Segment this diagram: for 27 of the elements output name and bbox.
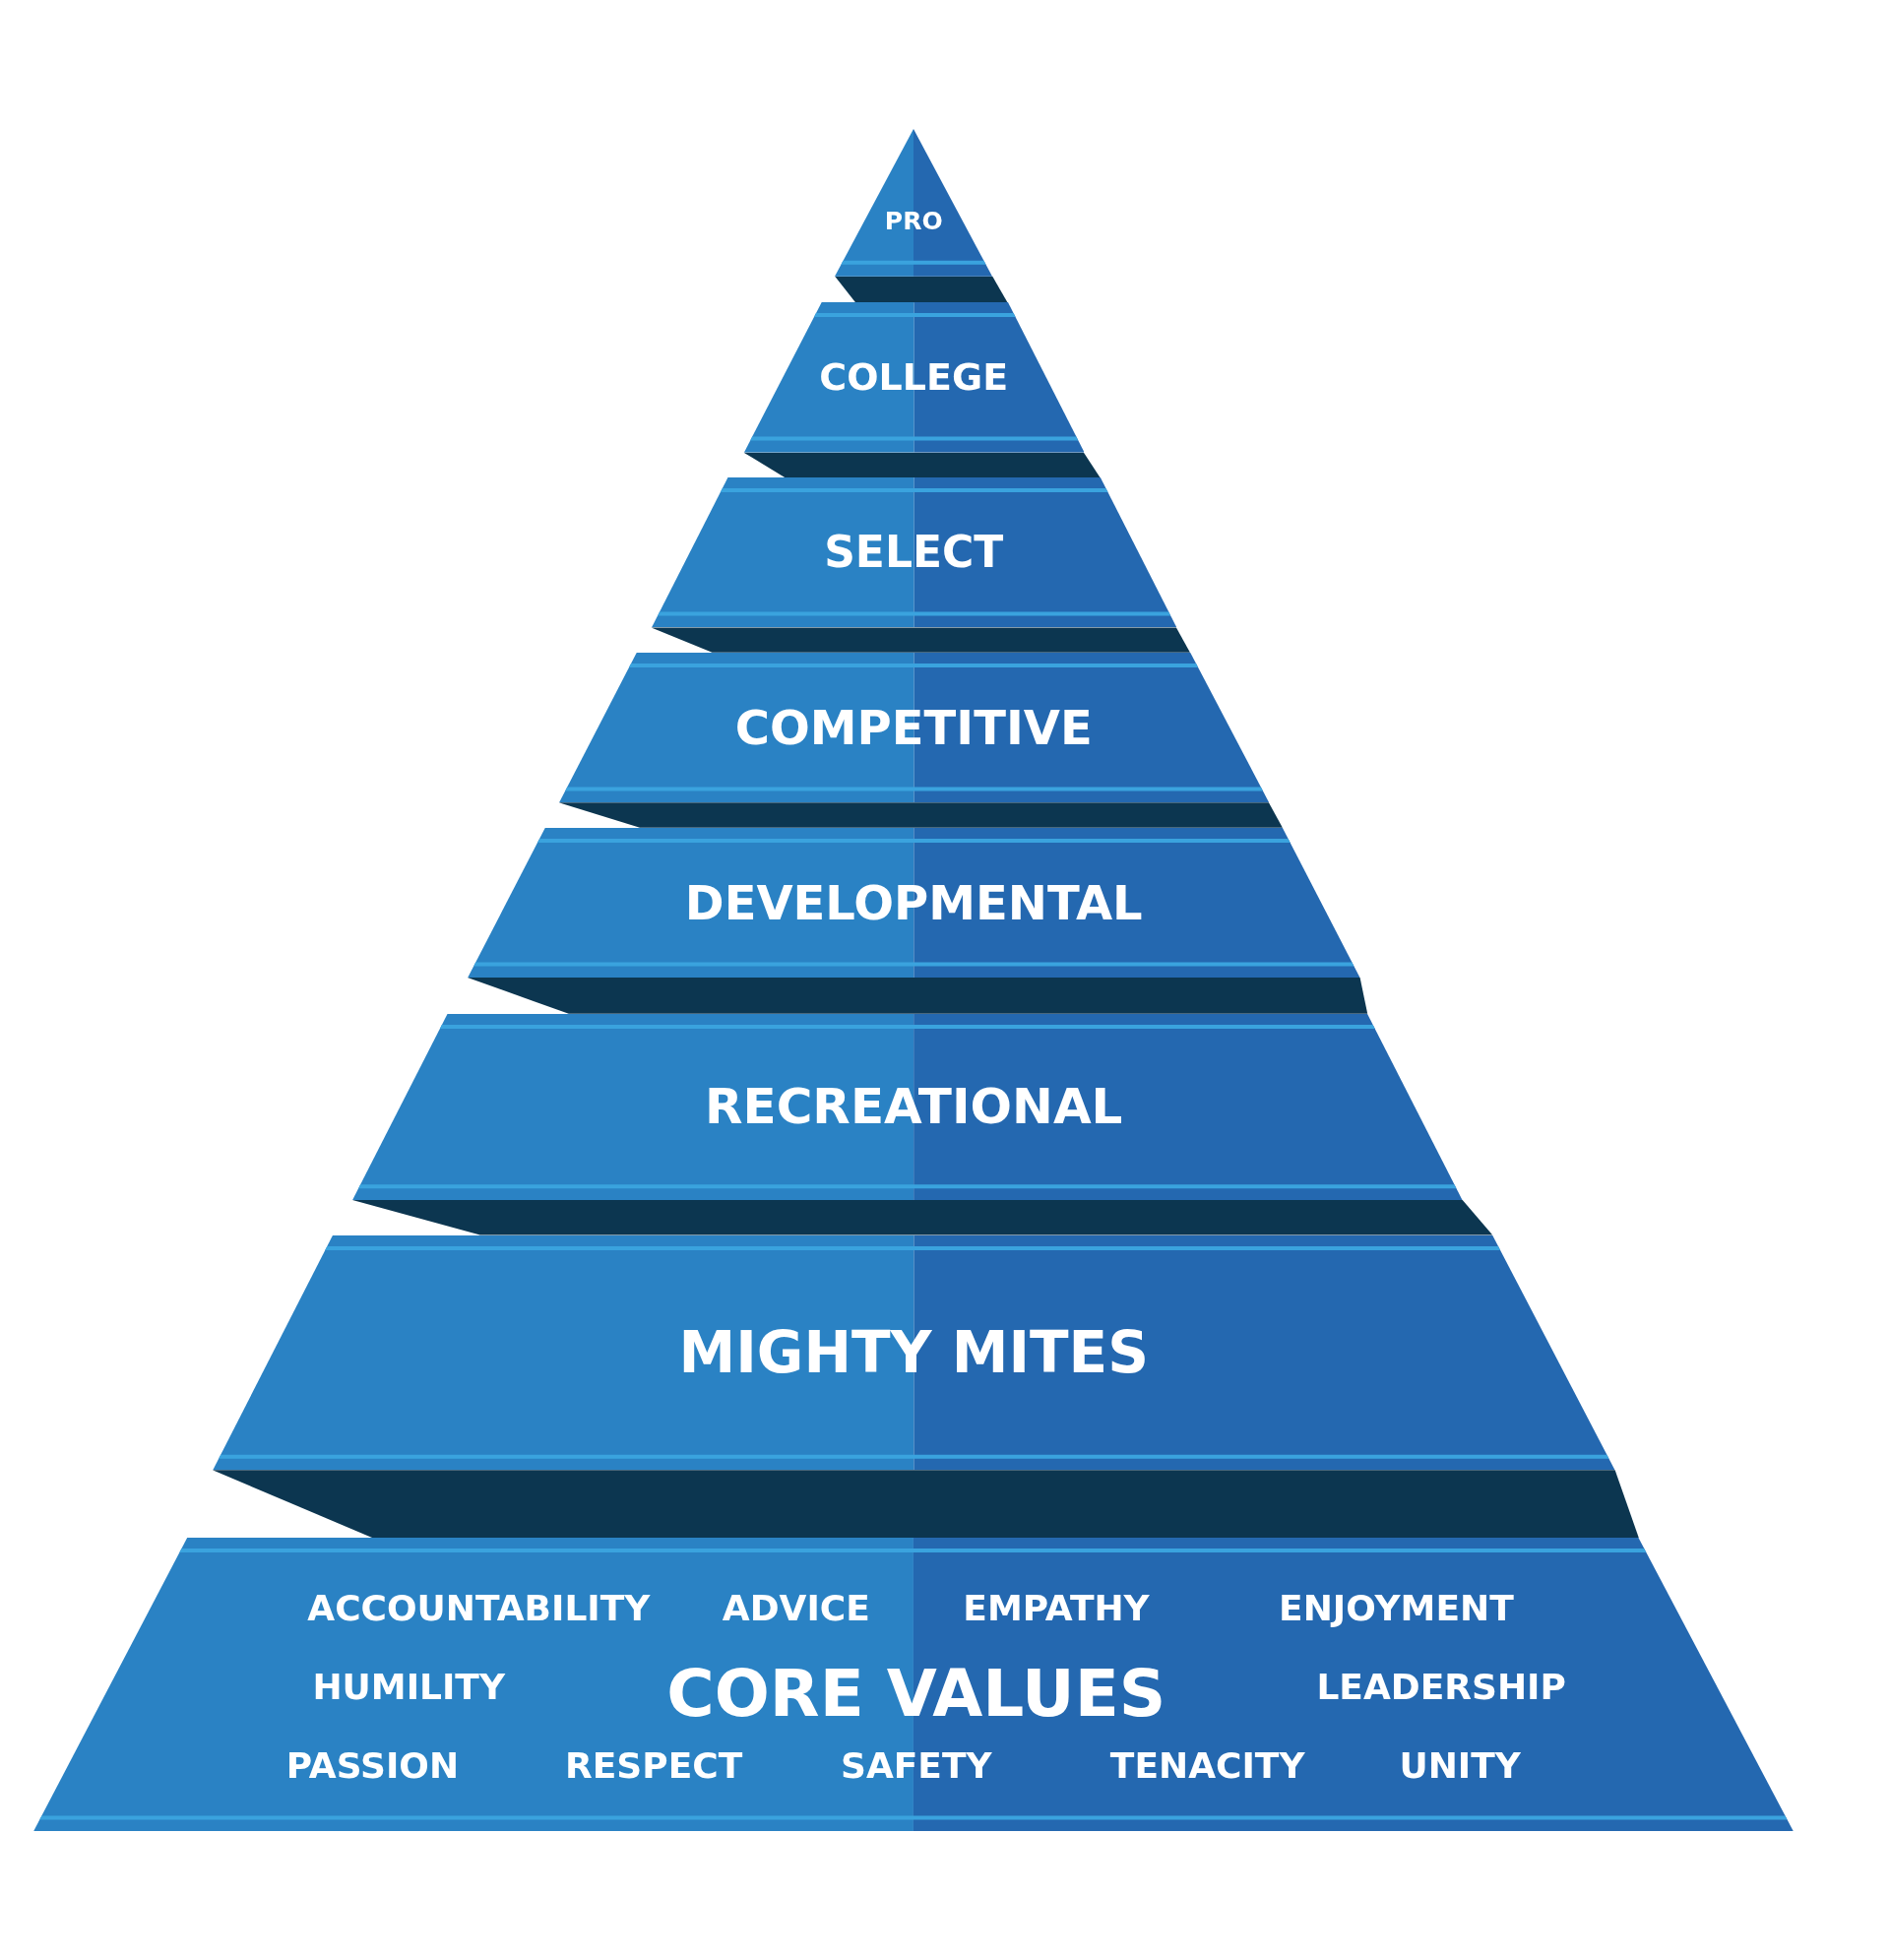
value-word: HUMILITY [312, 1670, 505, 1706]
tier-label: COMPETITIVE [734, 704, 1093, 752]
tier-label: DEVELOPMENTAL [684, 878, 1143, 926]
value-word: SAFETY [841, 1748, 992, 1785]
value-word: ENJOYMENT [1279, 1591, 1514, 1627]
tier-label: SELECT [824, 531, 1004, 575]
pyramid-tier [835, 128, 993, 277]
value-word: ACCOUNTABILITY [307, 1591, 651, 1627]
tier-label: RECREATIONAL [705, 1082, 1123, 1132]
value-word: PASSION [285, 1748, 460, 1785]
pyramid-tier [33, 1537, 1795, 1832]
tier-label: MIGHTY MITES [678, 1323, 1149, 1381]
value-word: UNITY [1399, 1748, 1521, 1785]
tier-label: COLLEGE [819, 358, 1009, 397]
value-word: TENACITY [1109, 1748, 1305, 1785]
pyramid-tier [467, 827, 1360, 978]
value-word: ADVICE [722, 1591, 870, 1627]
pyramid-tier [651, 477, 1176, 628]
value-word: LEADERSHIP [1316, 1670, 1566, 1706]
pyramid-tier [212, 1234, 1615, 1471]
tier-heading: CORE VALUES [666, 1661, 1166, 1727]
pyramid-tier [352, 1013, 1463, 1201]
tier-label: PRO [884, 208, 943, 233]
pyramid-tier [743, 302, 1084, 453]
pyramid-tier [558, 652, 1269, 803]
value-word: RESPECT [565, 1748, 743, 1785]
value-word: EMPATHY [963, 1591, 1150, 1627]
